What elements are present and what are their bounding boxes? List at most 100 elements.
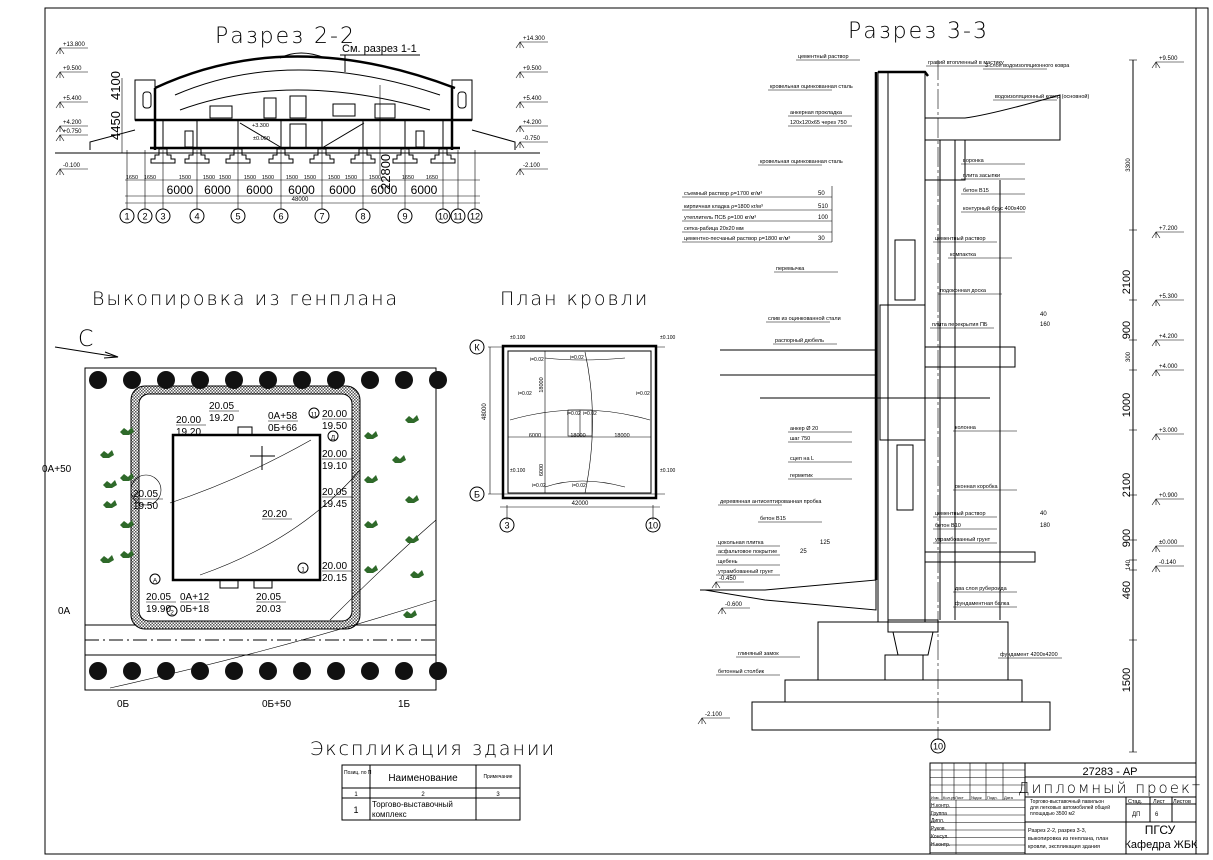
callout-text: цементный раствор: [798, 53, 849, 60]
layer-name: сетка-рабица 20х20 мм: [684, 226, 744, 232]
layer-name: кирпичная кладка ρ=1800 кг/м³: [684, 204, 763, 210]
tree-icon: [191, 371, 209, 389]
bush-icon: [120, 520, 134, 528]
mark-top: 20.05: [209, 401, 234, 412]
point-marker-3-label: А: [153, 578, 158, 585]
axis-bubble-7: 7: [314, 208, 330, 224]
elev-3-3-4: +4.000: [1151, 364, 1184, 377]
mark-bottom: 19.50: [322, 421, 347, 432]
roof-elev-3: ±0.100: [660, 468, 675, 474]
bush-icon: [103, 480, 117, 488]
tb-col-header-5: Дата: [1004, 795, 1014, 800]
dim-3-3-4: 1000: [1121, 393, 1133, 417]
bush-icon: [100, 450, 114, 458]
tb-role-4: Консул.: [931, 834, 949, 840]
dim-3-3-6: 900: [1121, 529, 1133, 547]
mark-bottom: 0Б+18: [180, 604, 210, 615]
tree-icon: [157, 371, 175, 389]
elev-right-0-value: +14.300: [523, 36, 546, 42]
mark-top: 0А+12: [180, 592, 210, 603]
callout-text: цементный раствор: [935, 235, 986, 242]
callout-text: водоизоляционный ковер (основной): [995, 93, 1089, 100]
callout-text: цементный раствор: [935, 510, 986, 517]
callout-text: слив из оцинкованной стали: [768, 315, 841, 322]
callout: асфальтовое покрытие: [716, 549, 780, 556]
callout: щебень: [716, 559, 780, 566]
axis-bubble-8-label: 8: [360, 212, 365, 222]
axis-bubble-3-label: 3: [504, 521, 509, 531]
col-number-1: 1: [354, 792, 358, 798]
tb-role-0: Н.контр.: [931, 803, 950, 809]
mark-bottom: 20.03: [256, 604, 281, 615]
mark-top: 20.05: [322, 487, 347, 498]
layer-name: утеплитель ПСБ ρ=100 кг/м³: [684, 215, 756, 221]
dim-3-3-9: 1500: [1121, 668, 1133, 692]
mark-top: 20.05: [256, 592, 281, 603]
mark-bottom: 19.10: [322, 461, 347, 472]
callout: цементный раствор: [796, 53, 860, 61]
roof-dim-2: 18000: [539, 377, 545, 392]
axis-bubble-8: 8: [355, 208, 371, 224]
sub-dim-13: 1650: [426, 175, 438, 181]
sub-dim-1: 1650: [144, 175, 156, 181]
point-marker-4: 2: [166, 605, 178, 617]
site-plan-extract: 20.0519.2020.0019.200А+580Б+6620.0019.50…: [42, 288, 447, 710]
layer-name: съемный раствор ρ=1700 кг/м³: [684, 190, 762, 197]
elev-right-1-value: +9.500: [523, 66, 542, 72]
drawing-code: 27283 - АР: [1082, 766, 1137, 778]
tree-icon: [429, 662, 447, 680]
callout-text: бетонный столбик: [718, 668, 765, 675]
axis-bubble-5: 5: [230, 208, 246, 224]
tb-col-header-4: Подп.: [987, 795, 998, 800]
dim-3-3-5: 2100: [1121, 473, 1133, 497]
grid-label-3: 0Б+50: [262, 699, 292, 710]
row-name-line1: Торгово-выставочный: [372, 800, 453, 809]
callout: бетон В15: [758, 516, 822, 523]
sheet-content-line-1: выкопировка из генплана, план: [1028, 836, 1108, 842]
subject-line-2: площадью 3500 м2: [1030, 811, 1075, 817]
bush-icon: [103, 500, 117, 508]
mark-bottom: 19.90: [146, 604, 171, 615]
elev-3-3-8: -0.140: [1151, 560, 1184, 573]
roof-plan-title: План кровли: [500, 288, 649, 310]
sub-dim-7: 1500: [286, 175, 298, 181]
callout: сцеп на L: [788, 456, 852, 463]
tree-icon: [293, 662, 311, 680]
callout: шаг 750: [788, 436, 852, 443]
callout-text: воронка: [963, 158, 985, 164]
callout-text: бетон В15: [760, 516, 786, 522]
callout-text: распорный дюбель: [775, 337, 824, 344]
roof-dim-6: 6000: [539, 464, 545, 476]
axis-bubble-11: 11: [450, 208, 466, 224]
tb-col-header-3: №док: [971, 795, 982, 800]
elev-3-3-1: +7.200: [1151, 226, 1184, 239]
callout-text: гравий втопленный в мастику: [928, 59, 1004, 66]
roof-slope-5: i=0.02: [583, 411, 597, 417]
sheet-value: 6: [1155, 812, 1159, 818]
axis-bubble-7-label: 7: [319, 212, 324, 222]
elev-left-2: +5.400: [55, 96, 88, 109]
elev-right-3-value: +4.200: [523, 120, 542, 126]
roof-dim-3: 6000: [529, 433, 541, 439]
sub-dim-5: 1500: [244, 175, 256, 181]
callout-text: 3 слоя водоизоляционного ковра: [985, 63, 1070, 69]
tree-icon: [259, 371, 277, 389]
tb-role-3: Руков.: [931, 826, 946, 832]
elev-3-3-9-value: -0.450: [719, 576, 737, 582]
callout-value-5: 180: [1040, 523, 1051, 529]
callout-text: подоконная доска: [940, 288, 987, 294]
callout: деревянная антисептированная пробка: [718, 499, 822, 506]
elev-3-3-0: +9.500: [1151, 56, 1184, 69]
callout-text: герметик: [790, 473, 813, 479]
col-header-pos: Позиц. по П: [344, 770, 372, 776]
point-marker-0-label: 11: [311, 412, 318, 419]
callout: подоконная доска: [938, 288, 1002, 295]
elev-3-3-6-value: +0.900: [1159, 493, 1178, 499]
